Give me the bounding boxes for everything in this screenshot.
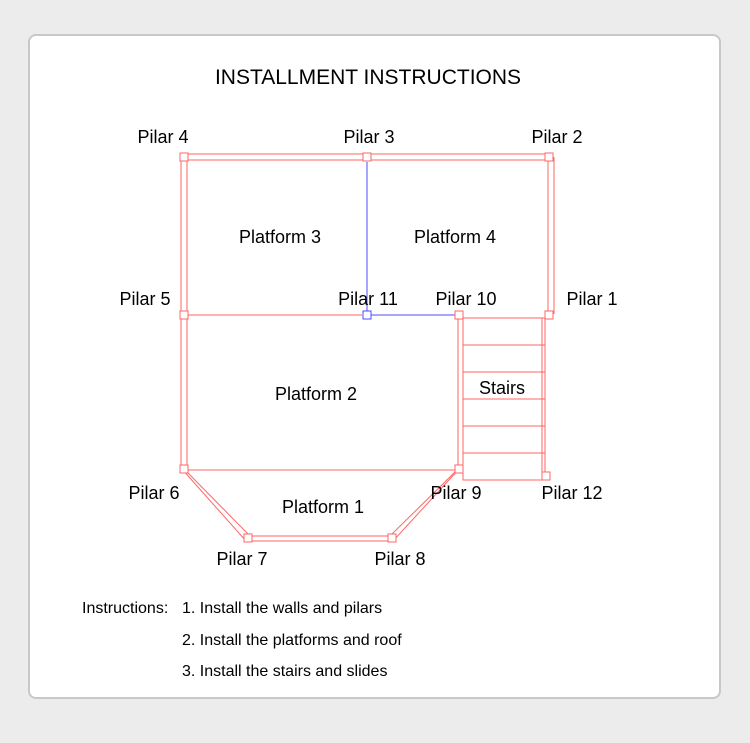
platform-1-label: Platform 1 <box>282 497 364 517</box>
pilar-1-label: Pilar 1 <box>566 289 617 309</box>
pilar-4-marker <box>179 152 189 162</box>
platform-3-label: Platform 3 <box>239 227 321 247</box>
pilar-6-marker <box>179 464 189 474</box>
pilar-3-marker <box>362 152 372 162</box>
platform-4-label: Platform 4 <box>414 227 496 247</box>
stairs-label: Stairs <box>479 378 525 398</box>
pilar-8-marker <box>387 533 397 543</box>
pilar-2-marker <box>544 152 554 162</box>
instruction-step-1: 1. Install the walls and pilars <box>182 600 382 617</box>
pilar-2-label: Pilar 2 <box>531 127 582 147</box>
platform-2-label: Platform 2 <box>275 384 357 404</box>
pilar-11-label: Pilar 11 <box>338 289 398 309</box>
pilar-5-label: Pilar 5 <box>119 289 170 309</box>
pillar-labels: Pilar 4 Pilar 3 Pilar 2 Pilar 5 Pilar 11… <box>119 127 617 569</box>
pilar-10-marker <box>454 310 464 320</box>
pilar-12-marker <box>541 471 551 481</box>
pilar-11-marker <box>362 310 372 320</box>
pilar-10-label: Pilar 10 <box>435 289 496 309</box>
pilar-5-marker <box>179 310 189 320</box>
pilar-3-label: Pilar 3 <box>343 127 394 147</box>
stairs <box>462 317 546 481</box>
instruction-step-2: 2. Install the platforms and roof <box>182 632 402 649</box>
pilar-7-label: Pilar 7 <box>216 549 267 569</box>
pilar-8-label: Pilar 8 <box>374 549 425 569</box>
instructions-heading: Instructions: <box>82 600 168 617</box>
wall-platform1-outer <box>180 467 461 542</box>
pilar-1-marker <box>544 310 554 320</box>
pilar-6-label: Pilar 6 <box>128 483 179 503</box>
pilar-7-marker <box>243 533 253 543</box>
wall-platform1-inner <box>186 471 456 537</box>
pilar-9-marker <box>454 464 464 474</box>
diagram-title: INSTALLMENT INSTRUCTIONS <box>215 66 521 89</box>
area-labels: Platform 3 Platform 4 Platform 2 Stairs … <box>239 227 525 517</box>
instructions: Instructions: 1. Install the walls and p… <box>82 600 402 680</box>
inner-walls <box>366 162 455 316</box>
pillar-markers <box>179 152 554 543</box>
pilar-4-label: Pilar 4 <box>137 127 188 147</box>
pilar-12-label: Pilar 12 <box>541 483 602 503</box>
pilar-9-label: Pilar 9 <box>430 483 481 503</box>
instruction-step-3: 3. Install the stairs and slides <box>182 663 387 680</box>
diagram-card <box>28 34 721 699</box>
